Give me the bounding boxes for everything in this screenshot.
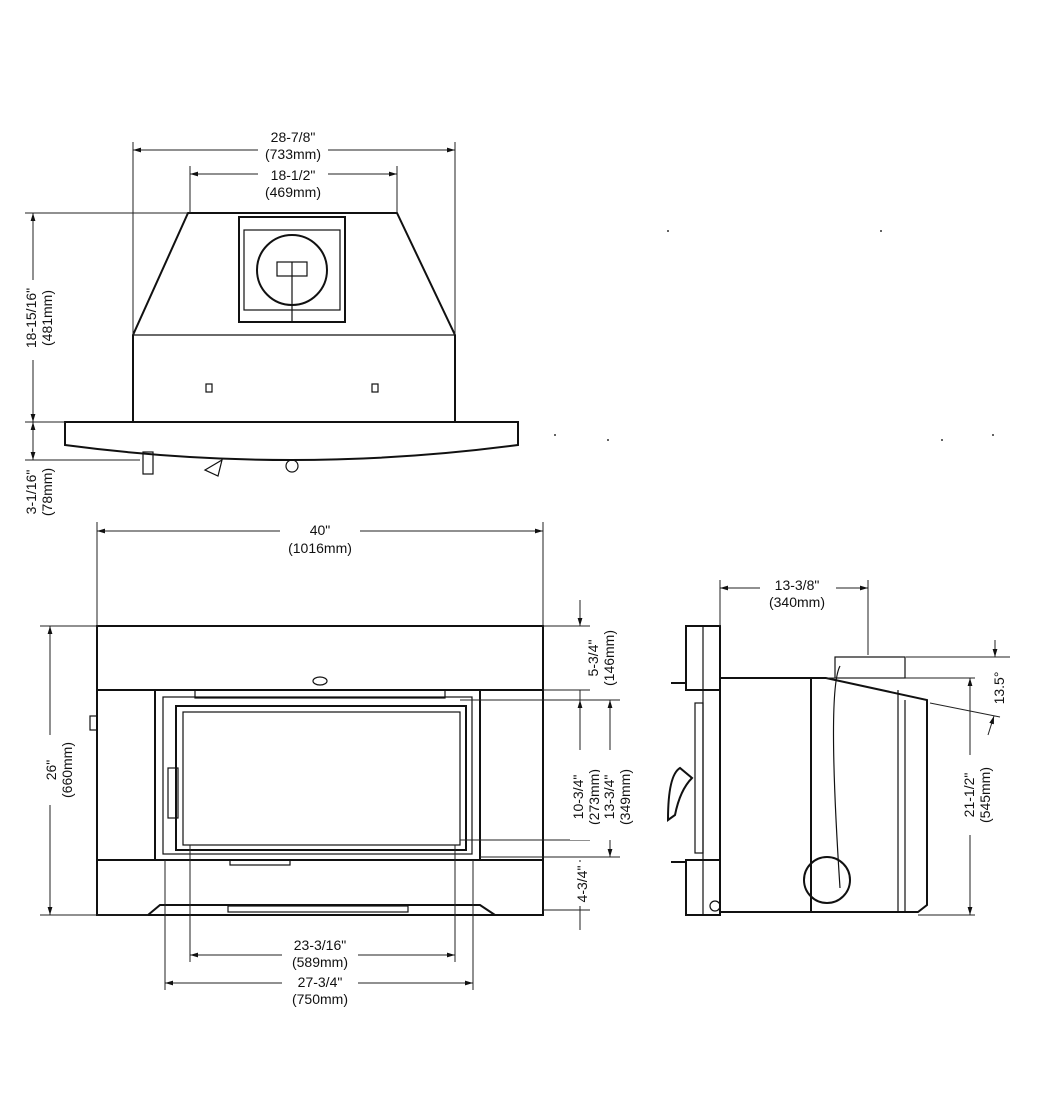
dim-collar-width-in: 18-1/2" bbox=[271, 167, 316, 183]
dim-overall-height-mm: (660mm) bbox=[59, 742, 75, 798]
door-handle bbox=[167, 767, 179, 819]
firebox-rear-section bbox=[811, 677, 928, 913]
base-plate bbox=[147, 904, 496, 916]
dim-top-width-in: 28-7/8" bbox=[271, 129, 316, 145]
angle-arrow-bottom bbox=[987, 715, 995, 736]
front-surround-outline bbox=[96, 625, 544, 916]
dim-depth-mm: (481mm) bbox=[39, 290, 55, 346]
door-hinge-strip bbox=[229, 859, 291, 866]
control-knob-round bbox=[285, 459, 299, 473]
dim-glass-width-mm: (589mm) bbox=[292, 954, 348, 970]
dim-depth-in: 18-15/16" bbox=[23, 288, 39, 348]
door-handle-side bbox=[666, 766, 694, 822]
dim-glass-width-in: 23-3/16" bbox=[294, 937, 346, 953]
dim-top-width-mm: (733mm) bbox=[265, 146, 321, 162]
dim-door-height-mm: (349mm) bbox=[617, 769, 633, 825]
damper-knob bbox=[312, 676, 328, 686]
dim-overall-width-in: 40" bbox=[310, 522, 331, 538]
bracket-left bbox=[205, 383, 213, 393]
door-frame bbox=[154, 689, 481, 861]
dim-angle: 13.5° bbox=[991, 672, 1007, 705]
dim-top-band-in: 5-3/4" bbox=[585, 640, 601, 677]
dim-surround-depth-mm: (78mm) bbox=[39, 468, 55, 516]
dim-door-height-in: 13-3/4" bbox=[601, 775, 617, 820]
top-view-body-outline bbox=[132, 212, 456, 423]
door-inner bbox=[162, 696, 473, 855]
front-view: 40" (1016mm) 26" (660mm) 23-3/16" (589mm… bbox=[40, 520, 633, 1008]
dim-surround-depth-in: 3-1/16" bbox=[23, 470, 39, 515]
dim-door-width-in: 27-3/4" bbox=[298, 974, 343, 990]
control-knob-left bbox=[142, 451, 154, 475]
door bbox=[175, 705, 467, 851]
dim-overall-height-in: 26" bbox=[43, 760, 59, 781]
dim-bottom-band-in: 4-3/4" bbox=[574, 866, 590, 903]
dim-glass-height-in: 10-3/4" bbox=[570, 775, 586, 820]
leveling-bolt bbox=[709, 900, 721, 912]
dim-side-height-mm: (545mm) bbox=[977, 767, 993, 823]
top-view: 28-7/8" (733mm) 18-1/2" (469mm) 18-15/16… bbox=[22, 128, 519, 516]
side-view: 13-3/8" (340mm) 13.5° 21-1/2" (545mm) bbox=[666, 576, 1010, 916]
glass bbox=[182, 711, 461, 846]
dim-side-depth-mm: (340mm) bbox=[769, 594, 825, 610]
dim-side-height-in: 21-1/2" bbox=[961, 773, 977, 818]
dim-collar-width-mm: (469mm) bbox=[265, 184, 321, 200]
surround-plate bbox=[64, 421, 519, 461]
ash-lip bbox=[227, 905, 409, 913]
side-tab bbox=[89, 715, 98, 731]
bracket-right bbox=[371, 383, 379, 393]
flue-collar-side bbox=[834, 656, 906, 679]
door-profile bbox=[694, 702, 704, 854]
dim-overall-width-mm: (1016mm) bbox=[288, 540, 352, 556]
firebox-front-section bbox=[719, 677, 812, 913]
air-wash-slot bbox=[194, 689, 446, 699]
dim-top-band-mm: (146mm) bbox=[601, 630, 617, 686]
control-lever bbox=[203, 458, 223, 477]
angle-ext-line bbox=[929, 702, 1001, 718]
dim-side-depth-in: 13-3/8" bbox=[775, 577, 820, 593]
stray-dots bbox=[554, 230, 994, 441]
dim-glass-height-mm: (273mm) bbox=[586, 769, 602, 825]
dim-door-width-mm: (750mm) bbox=[292, 991, 348, 1007]
air-inlet-knockout bbox=[803, 856, 851, 904]
